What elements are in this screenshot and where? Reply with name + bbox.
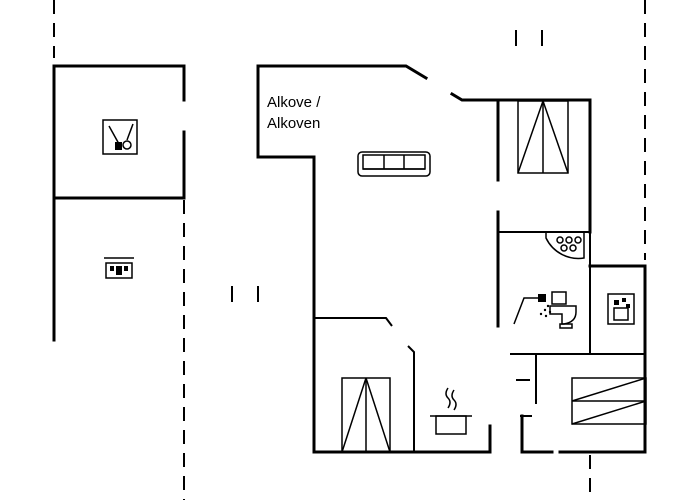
east-wall [558, 264, 647, 454]
interior-walls [314, 98, 645, 452]
carport-car-icon [104, 257, 134, 279]
window-marks [231, 30, 543, 302]
utility-block [52, 64, 186, 342]
alcove-label-line1: Alkove / [267, 94, 321, 111]
south-wall-left [312, 424, 492, 454]
single-bed-icon [341, 377, 391, 453]
alcove-wall [256, 64, 429, 159]
utility-room-icon [102, 119, 138, 155]
upper-bed-icon [571, 377, 647, 425]
utility-room-walls [52, 64, 186, 200]
bedroom-sw-wall [314, 317, 393, 327]
shower-icon [513, 294, 552, 325]
south-wall-right [520, 414, 554, 454]
washing-machine-icon [607, 293, 635, 325]
cooking-pot-icon [430, 387, 472, 435]
toilet-icon [549, 291, 577, 329]
alcove-label-line2: Alkoven [267, 115, 320, 132]
bedroom-sw-east-wall [407, 345, 415, 452]
kitchen-cooktop-icon [545, 232, 585, 260]
boundary-lines [53, 0, 646, 500]
double-bed-icon [517, 100, 569, 174]
north-wall [449, 91, 592, 234]
sofa-icon [357, 151, 431, 177]
